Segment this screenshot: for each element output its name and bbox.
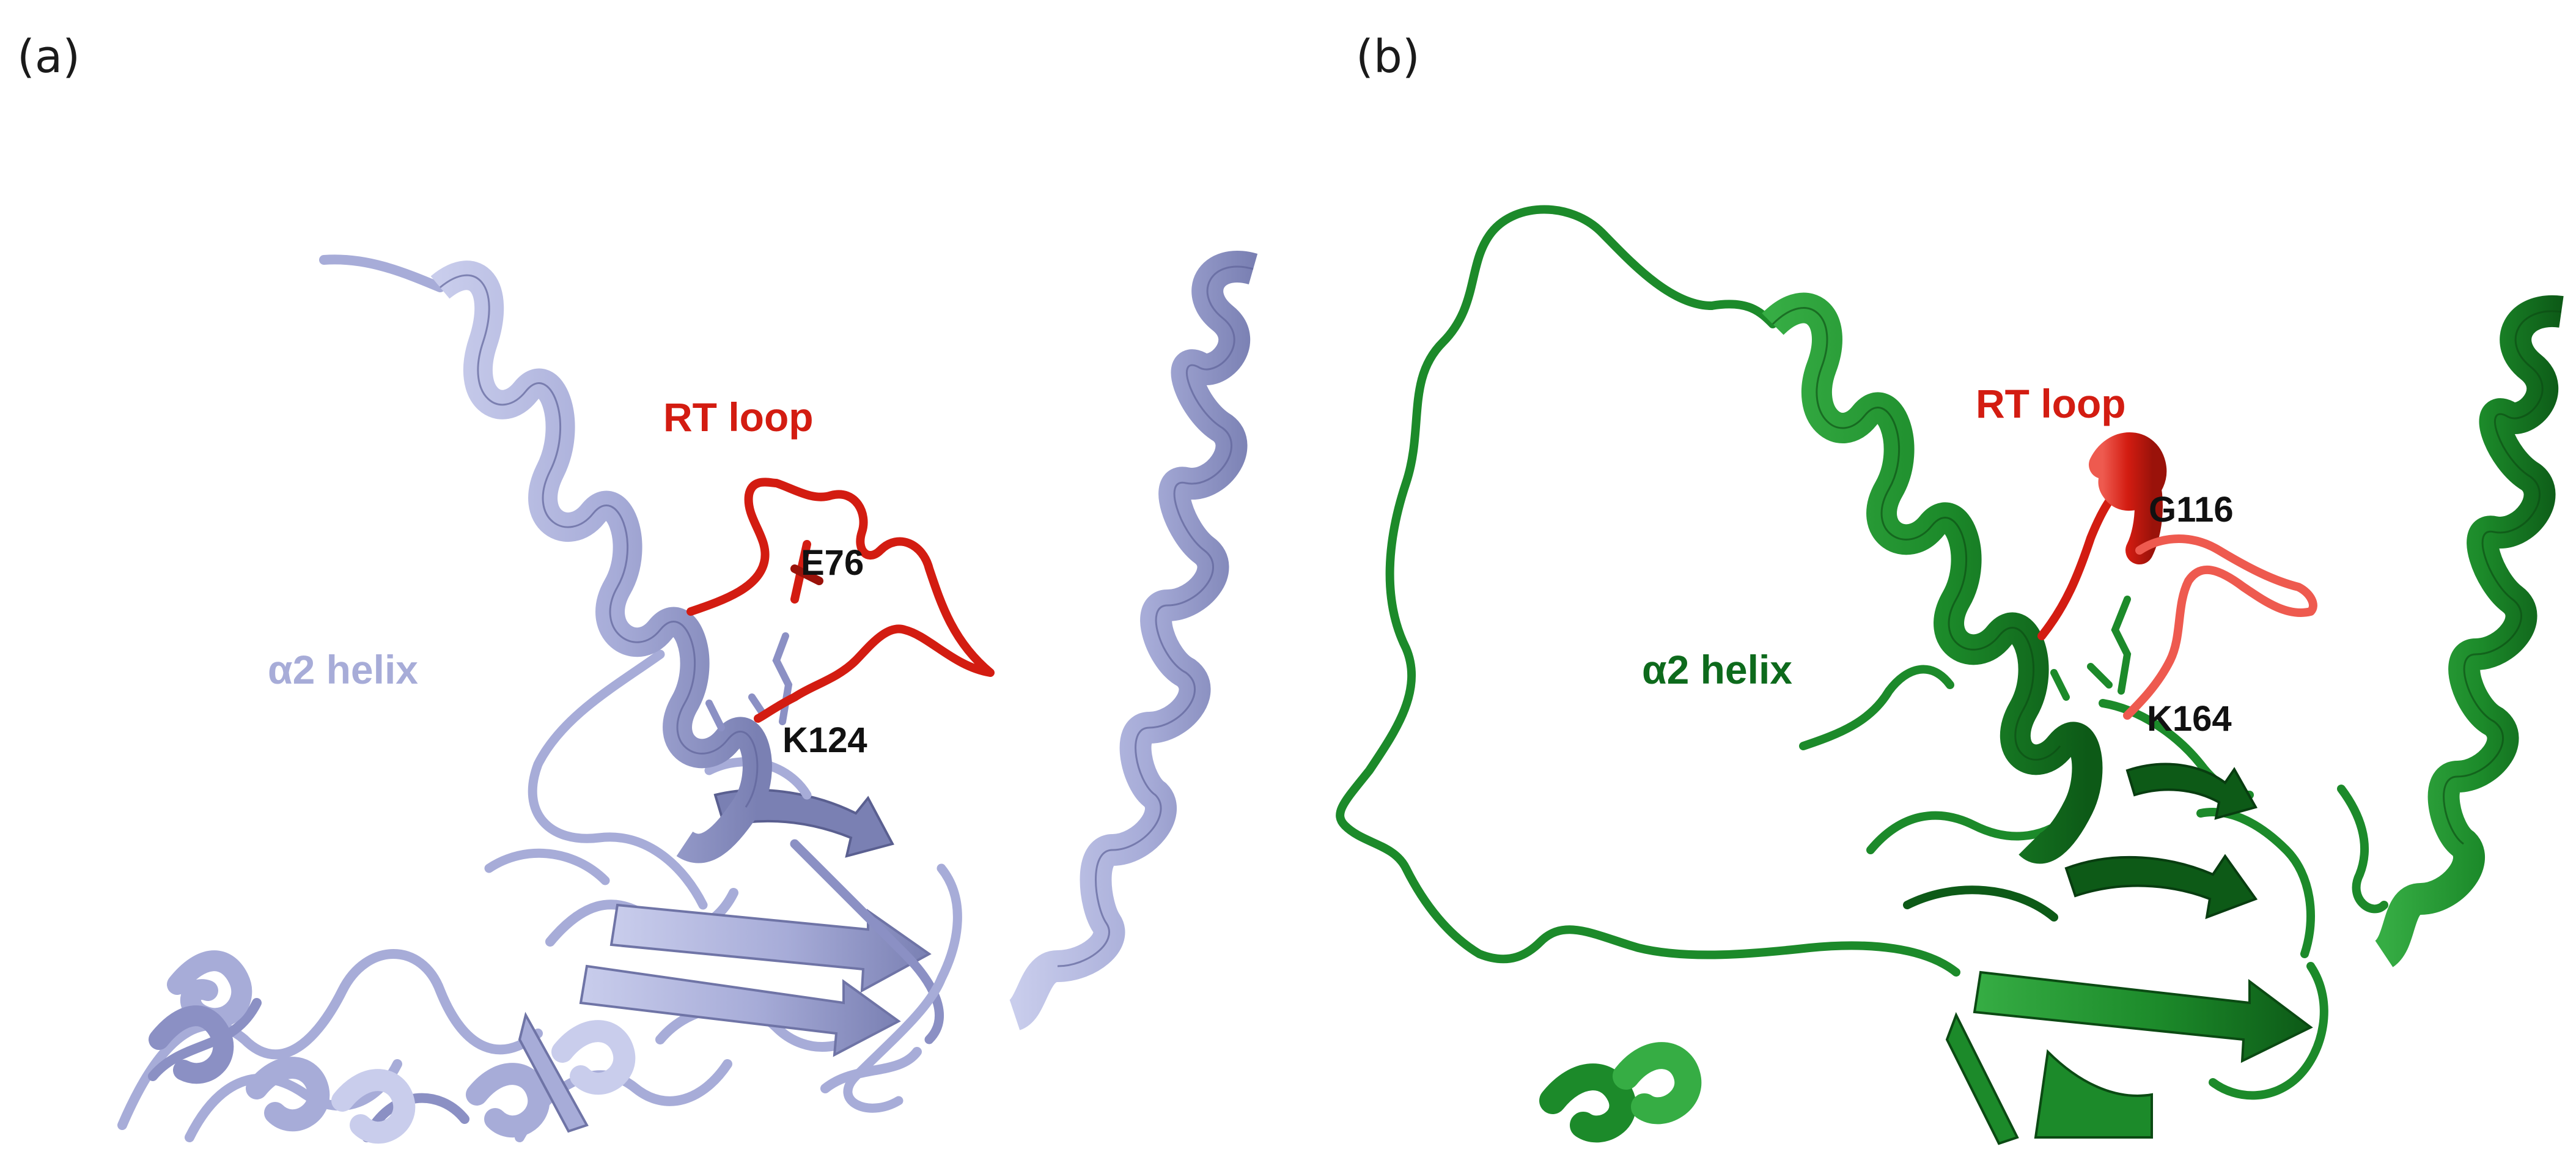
panel-a-loops (484, 649, 962, 1113)
panel-a-letter: (a) (17, 31, 80, 83)
panel-b-labels: RT loop G116 K164 α2 helix (1642, 381, 2234, 739)
panel-b: (b) (1336, 31, 2564, 1145)
panel-b-beta-sheet (1945, 763, 2313, 1145)
panel-b-right-helix (2373, 295, 2564, 967)
panel-a-side-chains (705, 632, 793, 731)
panel-b-alpha2-helix (1707, 292, 2103, 864)
panel-a-helix-label: α2 helix (268, 647, 418, 692)
panel-a-residue-lower-label: K124 (782, 720, 867, 760)
panel-a-small-helix-2 (246, 1057, 416, 1144)
panel-b-residue-upper-label: G116 (2149, 490, 2234, 530)
panel-b-side-chains (2050, 596, 2132, 701)
panel-a: (a) (17, 31, 1258, 1144)
panel-a-rt-loop-label: RT loop (663, 394, 814, 440)
panel-a-labels: RT loop E76 K124 α2 helix (268, 394, 867, 760)
panel-a-rt-loop (686, 478, 995, 723)
panel-a-alpha2-helix (319, 254, 772, 863)
panel-b-protein-structure (1336, 205, 2564, 1145)
panel-b-rt-loop (2037, 432, 2317, 720)
panel-a-small-helix-1 (149, 950, 252, 1084)
panel-b-helix-label: α2 helix (1642, 647, 1792, 692)
panel-a-small-helix-3 (466, 1020, 636, 1138)
panel-b-small-helix (1539, 1042, 1702, 1143)
panel-b-rt-loop-label: RT loop (1976, 381, 2126, 426)
panel-a-protein-structure (117, 251, 1258, 1144)
panel-a-residue-upper-label: E76 (801, 543, 864, 583)
panel-b-residue-lower-label: K164 (2147, 699, 2232, 739)
panel-b-letter: (b) (1356, 31, 1420, 83)
panel-b-long-loop (1336, 205, 2388, 1100)
panel-a-right-helix (1007, 251, 1258, 1030)
